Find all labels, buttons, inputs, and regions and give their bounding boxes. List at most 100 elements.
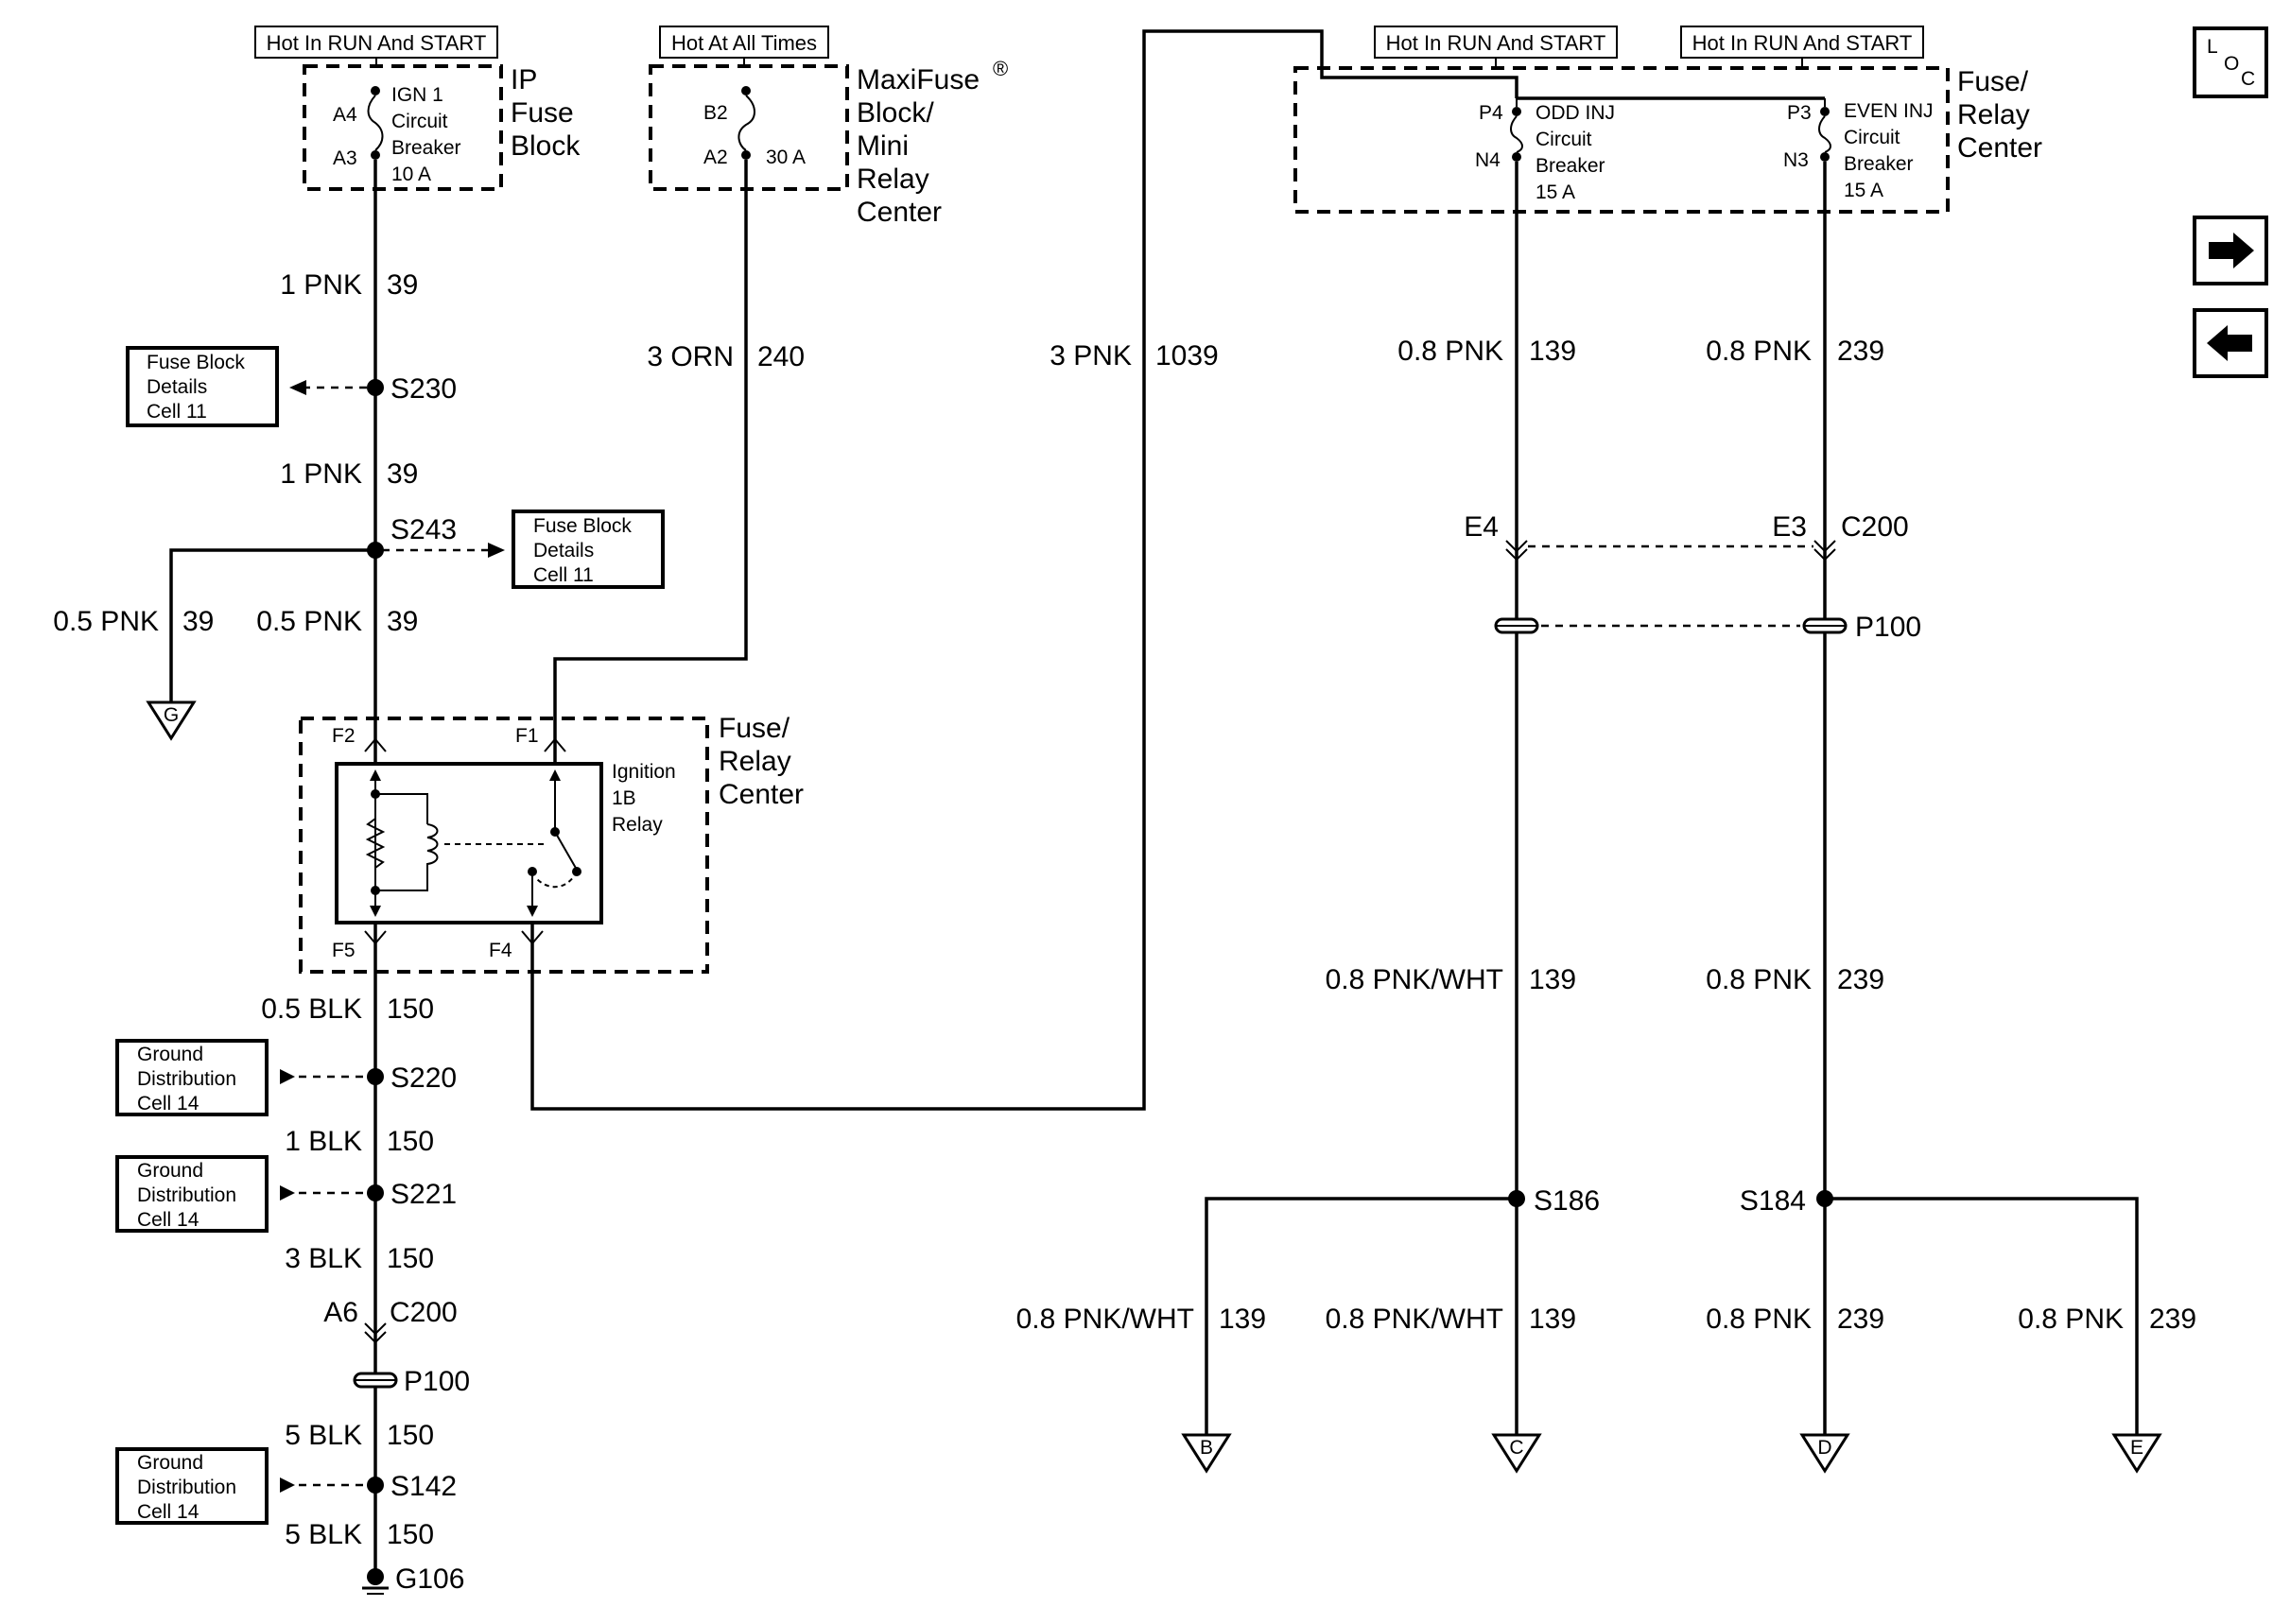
ground-letter: C	[1509, 1437, 1523, 1459]
splice-label: S230	[390, 373, 457, 405]
next-page-button[interactable]	[2193, 216, 2268, 285]
splice-s186	[1508, 1190, 1525, 1207]
splice-s221	[367, 1184, 384, 1201]
wire-size: 0.8 PNK/WHT	[1326, 1304, 1503, 1335]
ground-triangle-icon	[1491, 1433, 1542, 1474]
header-label: Hot In RUN And START	[1692, 31, 1913, 55]
ground-g106: G106	[362, 1564, 464, 1595]
loc-letter: L	[2207, 36, 2218, 58]
wire-circuit: 139	[1529, 336, 1576, 367]
wire-size: 5 BLK	[285, 1519, 362, 1550]
ref-ground-distribution-3[interactable]: Ground Distribution Cell 14	[115, 1447, 269, 1525]
wire-size: 0.5 PNK	[53, 606, 159, 637]
connector-c200-left: A6 C200	[323, 1297, 458, 1344]
ref-fuse-block-details-1[interactable]: Fuse Block Details Cell 11	[126, 346, 279, 427]
arrow-right-icon	[2209, 233, 2254, 268]
splice-label: S220	[390, 1063, 457, 1094]
frc-top-title-1: Fuse/	[1957, 66, 2029, 97]
splice-label: S243	[390, 514, 457, 545]
ignition-1b-relay: F2 F1 F5 F4 Ignition 1B Relay Fuse/ Rela…	[299, 713, 804, 974]
passthrough-p100-left: P100	[353, 1366, 470, 1397]
fuse-icon	[737, 95, 755, 151]
ref-fuse-block-details-2[interactable]: Fuse Block Details Cell 11	[512, 510, 665, 589]
ground-triangle-icon	[146, 700, 197, 741]
ref-ground-distribution-1[interactable]: Ground Distribution Cell 14	[115, 1039, 269, 1116]
wire-circuit: 139	[1529, 964, 1576, 995]
even-label-3: Breaker	[1844, 153, 1914, 175]
wire-size: 0.8 PNK	[1397, 336, 1503, 367]
ground-letter: D	[1817, 1437, 1831, 1459]
pin-f4: F4	[489, 940, 512, 961]
even-label-2: Circuit	[1844, 127, 1900, 148]
header-hot-run-start-mid: Hot In RUN And START	[1374, 26, 1618, 59]
ip-fuse-title-1: IP	[511, 64, 537, 95]
wire-size: 0.8 PNK/WHT	[1326, 964, 1503, 995]
header-hot-run-start-right: Hot In RUN And START	[1680, 26, 1924, 59]
even-label-4: 15 A	[1844, 180, 1883, 201]
ref-label: Fuse Block	[147, 352, 245, 373]
splice-s220	[367, 1068, 384, 1085]
splice-label: S184	[1740, 1185, 1806, 1217]
wire-circuit: 150	[387, 1519, 434, 1550]
fuse-rating: 30 A	[766, 147, 806, 168]
header-hot-run-start-left: Hot In RUN And START	[254, 26, 498, 59]
wire-size: 0.5 PNK	[256, 606, 362, 637]
wire-circuit: 39	[182, 606, 214, 637]
registered-mark: ®	[993, 57, 1008, 80]
ip-fuse-title-2: Fuse	[511, 97, 574, 129]
ground-b: B	[1181, 1433, 1232, 1474]
wire-circuit: 139	[1219, 1304, 1266, 1335]
ground-d: D	[1799, 1433, 1850, 1474]
pin-p3: P3	[1787, 102, 1812, 124]
loc-button[interactable]: L O C	[2193, 26, 2268, 98]
odd-label-2: Circuit	[1536, 129, 1592, 150]
ref-label: Cell 14	[137, 1209, 200, 1231]
relay-switch-icon	[554, 831, 578, 871]
ip-fuse-block: A4 A3 IGN 1 Circuit Breaker 10 A IP Fuse…	[303, 58, 581, 191]
even-breaker-icon	[1818, 98, 1831, 153]
wire-circuit: 139	[1529, 1304, 1576, 1335]
pin-p4: P4	[1479, 102, 1503, 124]
ref-label: Ground	[137, 1452, 203, 1474]
wire-circuit: 150	[387, 1420, 434, 1451]
wire-circuit: 150	[387, 993, 434, 1025]
frc-top-title-3: Center	[1957, 132, 2042, 164]
wire-size: 1 BLK	[285, 1126, 362, 1157]
even-label-1: EVEN INJ	[1844, 100, 1934, 122]
connector-f2-icon	[364, 737, 387, 752]
wire-circuit: 39	[387, 458, 418, 490]
ref-label: Cell 11	[147, 401, 207, 423]
connector-f4-icon	[521, 930, 544, 945]
ref-label: Ground	[137, 1044, 203, 1065]
wire-circuit-39-ground	[169, 548, 375, 704]
pin-b2: B2	[703, 102, 728, 124]
maxifuse-block: B2 A2 30 A MaxiFuse ® Block/ Mini Relay …	[649, 57, 1008, 228]
splice-s142	[367, 1477, 384, 1494]
wire-circuit: 150	[387, 1243, 434, 1274]
wire-circuit: 150	[387, 1126, 434, 1157]
ref-label: Cell 14	[137, 1501, 200, 1523]
ref-label: Distribution	[137, 1477, 236, 1498]
maxifuse-title-5: Center	[857, 197, 942, 228]
pin-a2: A2	[703, 147, 728, 168]
ground-triangle-icon	[1799, 1433, 1850, 1474]
connector-label: C200	[390, 1297, 458, 1328]
pin-f5: F5	[332, 940, 356, 961]
wire-size: 0.8 PNK	[1706, 1304, 1812, 1335]
wire-circuit: 240	[757, 341, 805, 372]
ground-e: E	[2111, 1433, 2162, 1474]
resistor-icon	[365, 818, 386, 869]
wire-size: 3 PNK	[1050, 340, 1132, 371]
wire-circuit: 39	[387, 269, 418, 301]
wire-size: 3 BLK	[285, 1243, 362, 1274]
pin-f2: F2	[332, 725, 356, 747]
relay-label: 1B	[612, 787, 636, 809]
splice-s184	[1816, 1190, 1833, 1207]
frc-title: Relay	[719, 746, 791, 777]
maxifuse-title-3: Mini	[857, 130, 909, 162]
previous-page-button[interactable]	[2193, 308, 2268, 378]
connector-label: P100	[1855, 612, 1921, 643]
ground-g: G	[146, 700, 197, 741]
pin-n4: N4	[1475, 149, 1501, 171]
ref-ground-distribution-2[interactable]: Ground Distribution Cell 14	[115, 1155, 269, 1233]
